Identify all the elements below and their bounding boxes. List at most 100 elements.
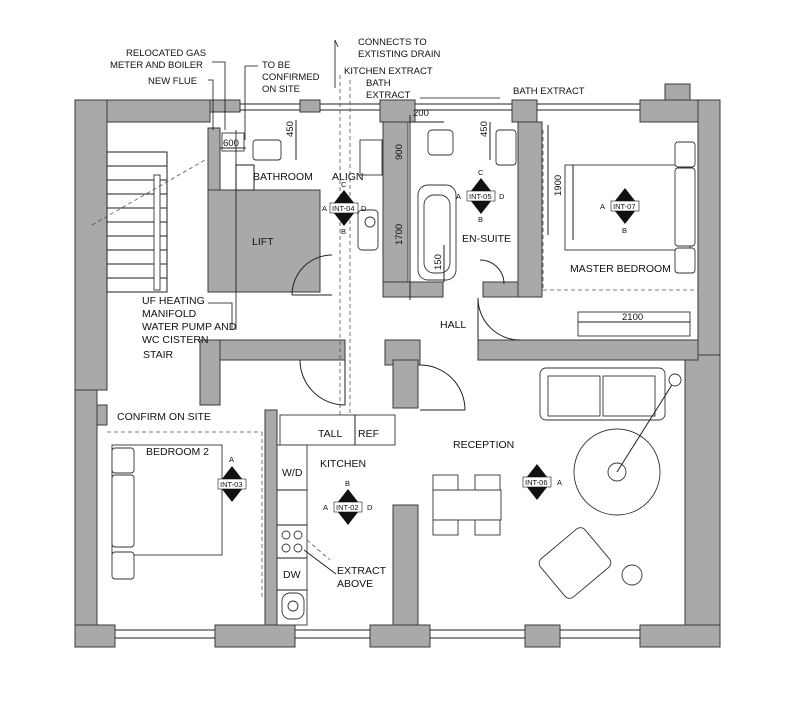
dimension-200: 200 bbox=[413, 108, 429, 119]
dimension-900: 900 bbox=[394, 144, 405, 160]
wall-hall bbox=[477, 339, 699, 361]
basin bbox=[252, 139, 282, 161]
svg-text:D: D bbox=[499, 192, 505, 201]
wall-ensuite bbox=[382, 281, 444, 298]
annotation-to-be-3: ON SITE bbox=[262, 84, 300, 95]
ensuite-basin bbox=[495, 129, 517, 166]
wardrobe bbox=[577, 311, 691, 337]
dining-table bbox=[432, 489, 502, 521]
wall-left bbox=[74, 389, 98, 646]
svg-text:A: A bbox=[456, 192, 461, 201]
shower bbox=[359, 139, 383, 176]
annotation-kitchen-extract: KITCHEN EXTRACT bbox=[344, 66, 433, 77]
annotation-uf-4: WC CISTERN bbox=[142, 334, 209, 346]
annotation-bath-1: BATH bbox=[366, 78, 391, 89]
annotation-new-flue: NEW FLUE bbox=[148, 76, 197, 87]
room-hall: HALL bbox=[440, 319, 466, 331]
svg-text:B: B bbox=[478, 215, 483, 224]
annotation-confirm-on-site: CONFIRM ON SITE bbox=[117, 411, 211, 423]
annotation-relocated-gas-1: RELOCATED GAS bbox=[126, 48, 206, 59]
annotation-uf-2: MANIFOLD bbox=[142, 308, 197, 320]
dimension-2100: 2100 bbox=[622, 312, 643, 323]
room-master-bedroom: MASTER BEDROOM bbox=[570, 263, 671, 275]
annotation-bath-2: EXTRACT bbox=[366, 90, 411, 101]
lift-shaft bbox=[207, 189, 321, 293]
elevation-tag-int05: INT-05 C A D B bbox=[456, 168, 505, 224]
wall-right bbox=[697, 99, 721, 356]
master-bedroom-furniture bbox=[542, 125, 698, 337]
annotation-extract-1: EXTRACT bbox=[337, 565, 387, 577]
room-en-suite: EN-SUITE bbox=[462, 233, 511, 245]
annotation-uf-3: WATER PUMP AND bbox=[142, 321, 237, 333]
svg-text:A: A bbox=[322, 204, 327, 213]
svg-text:A: A bbox=[323, 503, 328, 512]
boiler bbox=[221, 132, 245, 152]
wall-top bbox=[299, 99, 321, 113]
wall-stair bbox=[199, 339, 346, 361]
dimension-450: 450 bbox=[479, 121, 490, 137]
svg-text:D: D bbox=[361, 204, 367, 213]
staircase bbox=[91, 151, 206, 293]
leader-lines bbox=[208, 39, 500, 575]
kitchen-fixtures bbox=[276, 359, 396, 626]
wall-bottom bbox=[74, 624, 116, 648]
svg-text:A: A bbox=[229, 455, 234, 464]
annotation-uf-1: UF HEATING bbox=[142, 295, 205, 307]
wall-bottom bbox=[524, 624, 561, 648]
reception-furniture bbox=[432, 367, 682, 599]
wall-corner bbox=[664, 83, 691, 101]
room-bedroom-2: BEDROOM 2 bbox=[146, 446, 209, 458]
svg-text:B: B bbox=[622, 226, 627, 235]
svg-text:INT-04: INT-04 bbox=[332, 204, 355, 213]
windows bbox=[115, 103, 640, 639]
ensuite-wc bbox=[427, 129, 454, 156]
svg-text:INT-05: INT-05 bbox=[469, 192, 492, 201]
wall-bottom bbox=[369, 624, 431, 648]
room-bathroom: BATHROOM bbox=[253, 171, 313, 183]
wall-bottom bbox=[214, 624, 296, 648]
fixture-tall: TALL bbox=[318, 428, 342, 440]
dimension-450: 450 bbox=[285, 121, 296, 137]
wall-bottom bbox=[639, 624, 721, 648]
svg-text:C: C bbox=[341, 180, 347, 189]
annotation-extract-2: ABOVE bbox=[337, 578, 373, 590]
svg-text:B: B bbox=[341, 227, 346, 236]
wall-stair bbox=[199, 339, 221, 406]
dimension-600: 600 bbox=[223, 138, 239, 149]
annotation-connects-2: EXTISTING DRAIN bbox=[358, 49, 440, 60]
svg-text:A: A bbox=[600, 202, 605, 211]
elevation-tag-int03: INT-03 A bbox=[217, 455, 247, 502]
svg-text:INT-02: INT-02 bbox=[336, 503, 359, 512]
bathroom-fixtures bbox=[221, 75, 383, 420]
room-kitchen: KITCHEN bbox=[320, 458, 366, 470]
dimension-1700: 1700 bbox=[394, 224, 405, 245]
elevation-tag-int04: INT-04 C A D B bbox=[322, 180, 367, 236]
elevation-tag-int07: INT-07 A B bbox=[600, 188, 640, 235]
elevation-tag-int02: INT-02 B A D bbox=[323, 479, 373, 525]
fixture-dw: DW bbox=[283, 569, 301, 581]
wall-top bbox=[511, 99, 538, 123]
elevation-tag-int06: INT-06 A bbox=[522, 464, 562, 500]
svg-text:INT-03: INT-03 bbox=[220, 480, 243, 489]
lift-wall bbox=[207, 127, 221, 191]
wall-kitchen bbox=[392, 504, 419, 626]
svg-text:A: A bbox=[557, 478, 562, 487]
ensuite-fixtures bbox=[417, 129, 517, 285]
annotation-relocated-gas-2: METER AND BOILER bbox=[110, 60, 203, 71]
annotation-to-be-1: TO BE bbox=[262, 60, 290, 71]
dimension-150: 150 bbox=[433, 254, 444, 270]
wall-kitchen bbox=[264, 409, 278, 626]
wall-kitchen bbox=[392, 359, 419, 409]
bedroom2-furniture bbox=[107, 431, 263, 600]
svg-text:C: C bbox=[478, 168, 484, 177]
dimension-1900: 1900 bbox=[553, 175, 564, 196]
svg-text:D: D bbox=[367, 503, 373, 512]
fixture-ref: REF bbox=[358, 428, 379, 440]
annotation-connects-1: CONNECTS TO bbox=[358, 37, 427, 48]
svg-text:B: B bbox=[345, 479, 350, 488]
armchair bbox=[538, 527, 612, 599]
wall-bedroom2 bbox=[96, 404, 108, 426]
room-reception: RECEPTION bbox=[453, 439, 514, 451]
wall-master bbox=[517, 121, 543, 298]
